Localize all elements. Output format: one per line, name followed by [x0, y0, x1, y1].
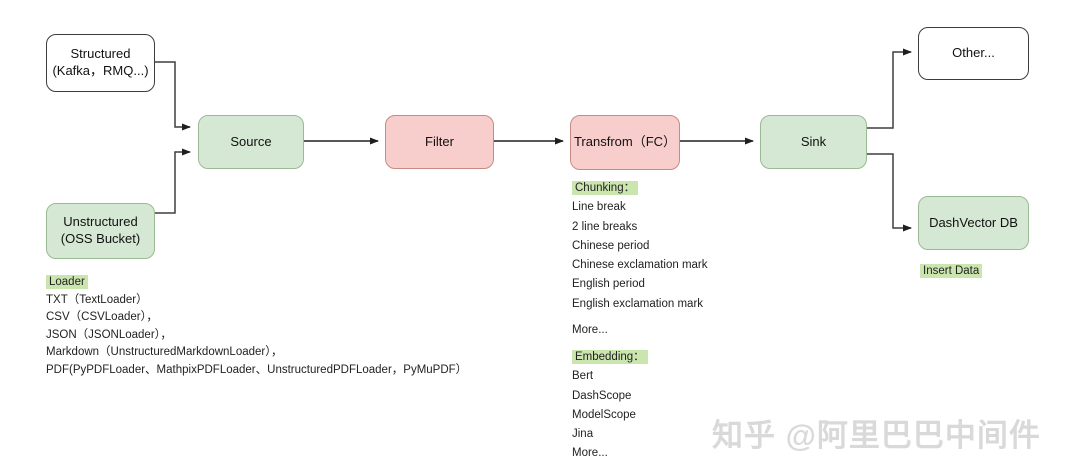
embedding-title: Embedding：: [572, 350, 648, 364]
node-transform: Transfrom（FC）: [570, 115, 680, 170]
node-transform-label: Transfrom（FC）: [573, 134, 677, 150]
node-unstructured-label-line2: (OSS Bucket): [60, 231, 141, 246]
embedding-item: DashScope: [572, 389, 632, 402]
node-unstructured: Unstructured (OSS Bucket): [46, 203, 155, 259]
loader-item: PDF(PyPDFLoader、MathpixPDFLoader、Unstruc…: [46, 363, 468, 376]
chunking-more: More...: [572, 324, 608, 337]
chunking-list: Chunking： Line break 2 line breaks Chine…: [572, 179, 708, 340]
node-source-label: Source: [230, 133, 272, 149]
node-sink: Sink: [760, 115, 867, 169]
node-structured: Structured (Kafka，RMQ...): [46, 34, 155, 92]
node-other: Other...: [918, 27, 1029, 80]
chunking-item: Chinese period: [572, 239, 650, 252]
node-dashvector-label: DashVector DB: [929, 214, 1018, 230]
embedding-title-row: Embedding：: [572, 348, 648, 367]
loader-item: JSON（JSONLoader），: [46, 328, 172, 341]
embedding-item: Jina: [572, 428, 594, 441]
loader-item: TXT（TextLoader）: [46, 293, 148, 306]
node-structured-label-line1: Structured: [70, 46, 131, 62]
loader-title-row: Loader: [46, 274, 467, 292]
chunking-item: 2 line breaks: [572, 220, 638, 233]
chunking-item: Line break: [572, 201, 626, 214]
insert-data-label: Insert Data: [920, 264, 983, 278]
node-source: Source: [198, 115, 304, 169]
node-dashvector: DashVector DB: [918, 196, 1029, 250]
connector-sink-to-dashvector: [865, 153, 912, 232]
connector-structured-to-source: [153, 61, 191, 131]
loader-title: Loader: [46, 275, 88, 289]
loader-list: Loader TXT（TextLoader） CSV（CSVLoader）， J…: [46, 274, 467, 379]
chunking-title-row: Chunking：: [572, 179, 708, 198]
node-unstructured-label-line1: Unstructured: [63, 214, 138, 230]
chunking-item: English exclamation mark: [572, 297, 704, 310]
connector-unstructured-to-source: [153, 148, 191, 214]
loader-item: CSV（CSVLoader），: [46, 311, 158, 323]
chunking-item: Chinese exclamation mark: [572, 259, 708, 272]
embedding-item: Bert: [572, 370, 594, 383]
node-other-label: Other...: [952, 45, 995, 61]
embedding-list: Embedding： Bert DashScope ModelScope Jin…: [572, 348, 648, 464]
connector-sink-to-other: [865, 48, 912, 129]
embedding-more: More...: [572, 447, 608, 460]
chunking-title: Chunking：: [572, 181, 639, 195]
loader-item: Markdown（UnstructuredMarkdownLoader），: [46, 346, 283, 358]
node-sink-label: Sink: [800, 133, 827, 149]
node-structured-label-line2: (Kafka，RMQ...): [52, 63, 149, 78]
node-filter-label: Filter: [425, 133, 454, 149]
embedding-item: ModelScope: [572, 408, 636, 421]
chunking-item: English period: [572, 278, 645, 291]
insert-data-label-wrap: Insert Data: [920, 264, 983, 278]
zhihu-watermark: 知乎 @阿里巴巴中间件: [712, 418, 1041, 453]
node-filter: Filter: [385, 115, 494, 169]
